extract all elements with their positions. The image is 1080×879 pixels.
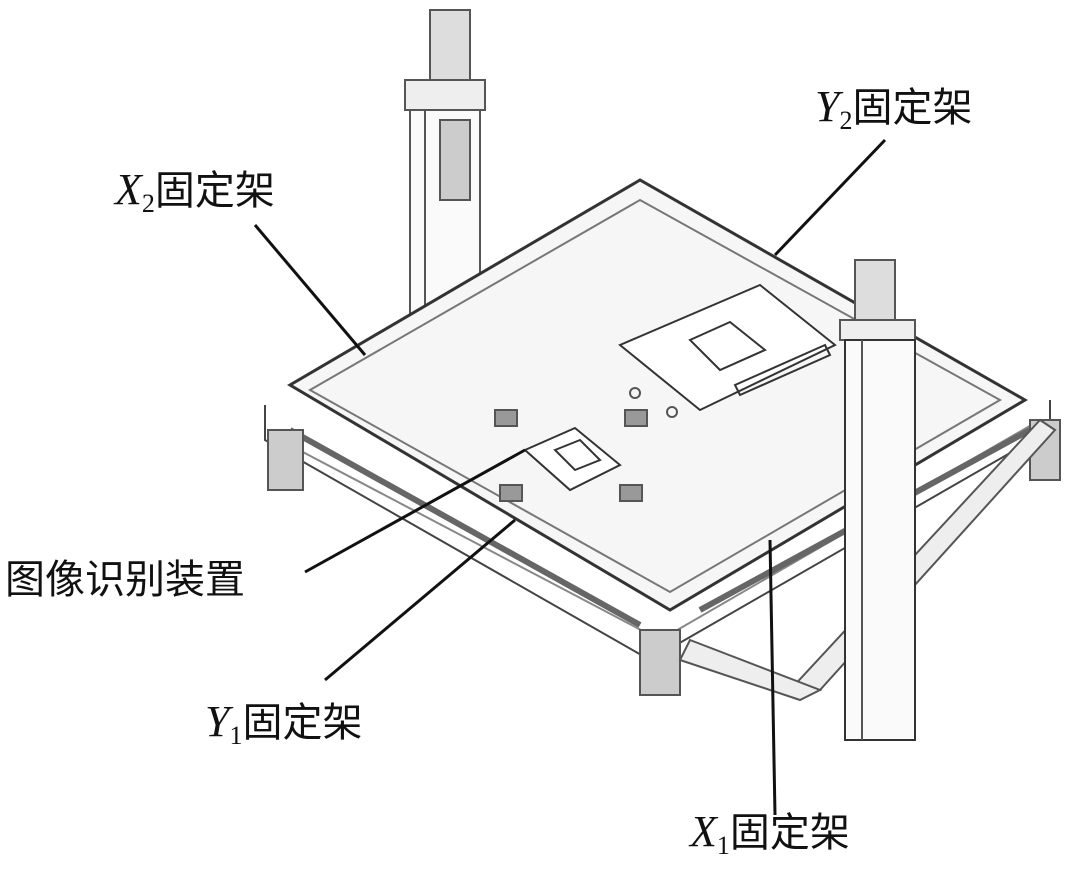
label-x1-frame: X1固定架 — [690, 807, 850, 860]
leg — [267, 429, 304, 491]
leader-lines — [253, 138, 887, 816]
label-y2-frame: Y2固定架 — [815, 82, 973, 135]
leg — [639, 629, 681, 696]
right-post — [839, 259, 916, 741]
platform — [287, 178, 1028, 612]
label-y1-frame: Y1固定架 — [205, 697, 363, 750]
label-vision-device: 图像识别装置 — [5, 557, 245, 603]
left-post — [404, 9, 486, 331]
label-x2-frame: X2固定架 — [115, 165, 275, 218]
